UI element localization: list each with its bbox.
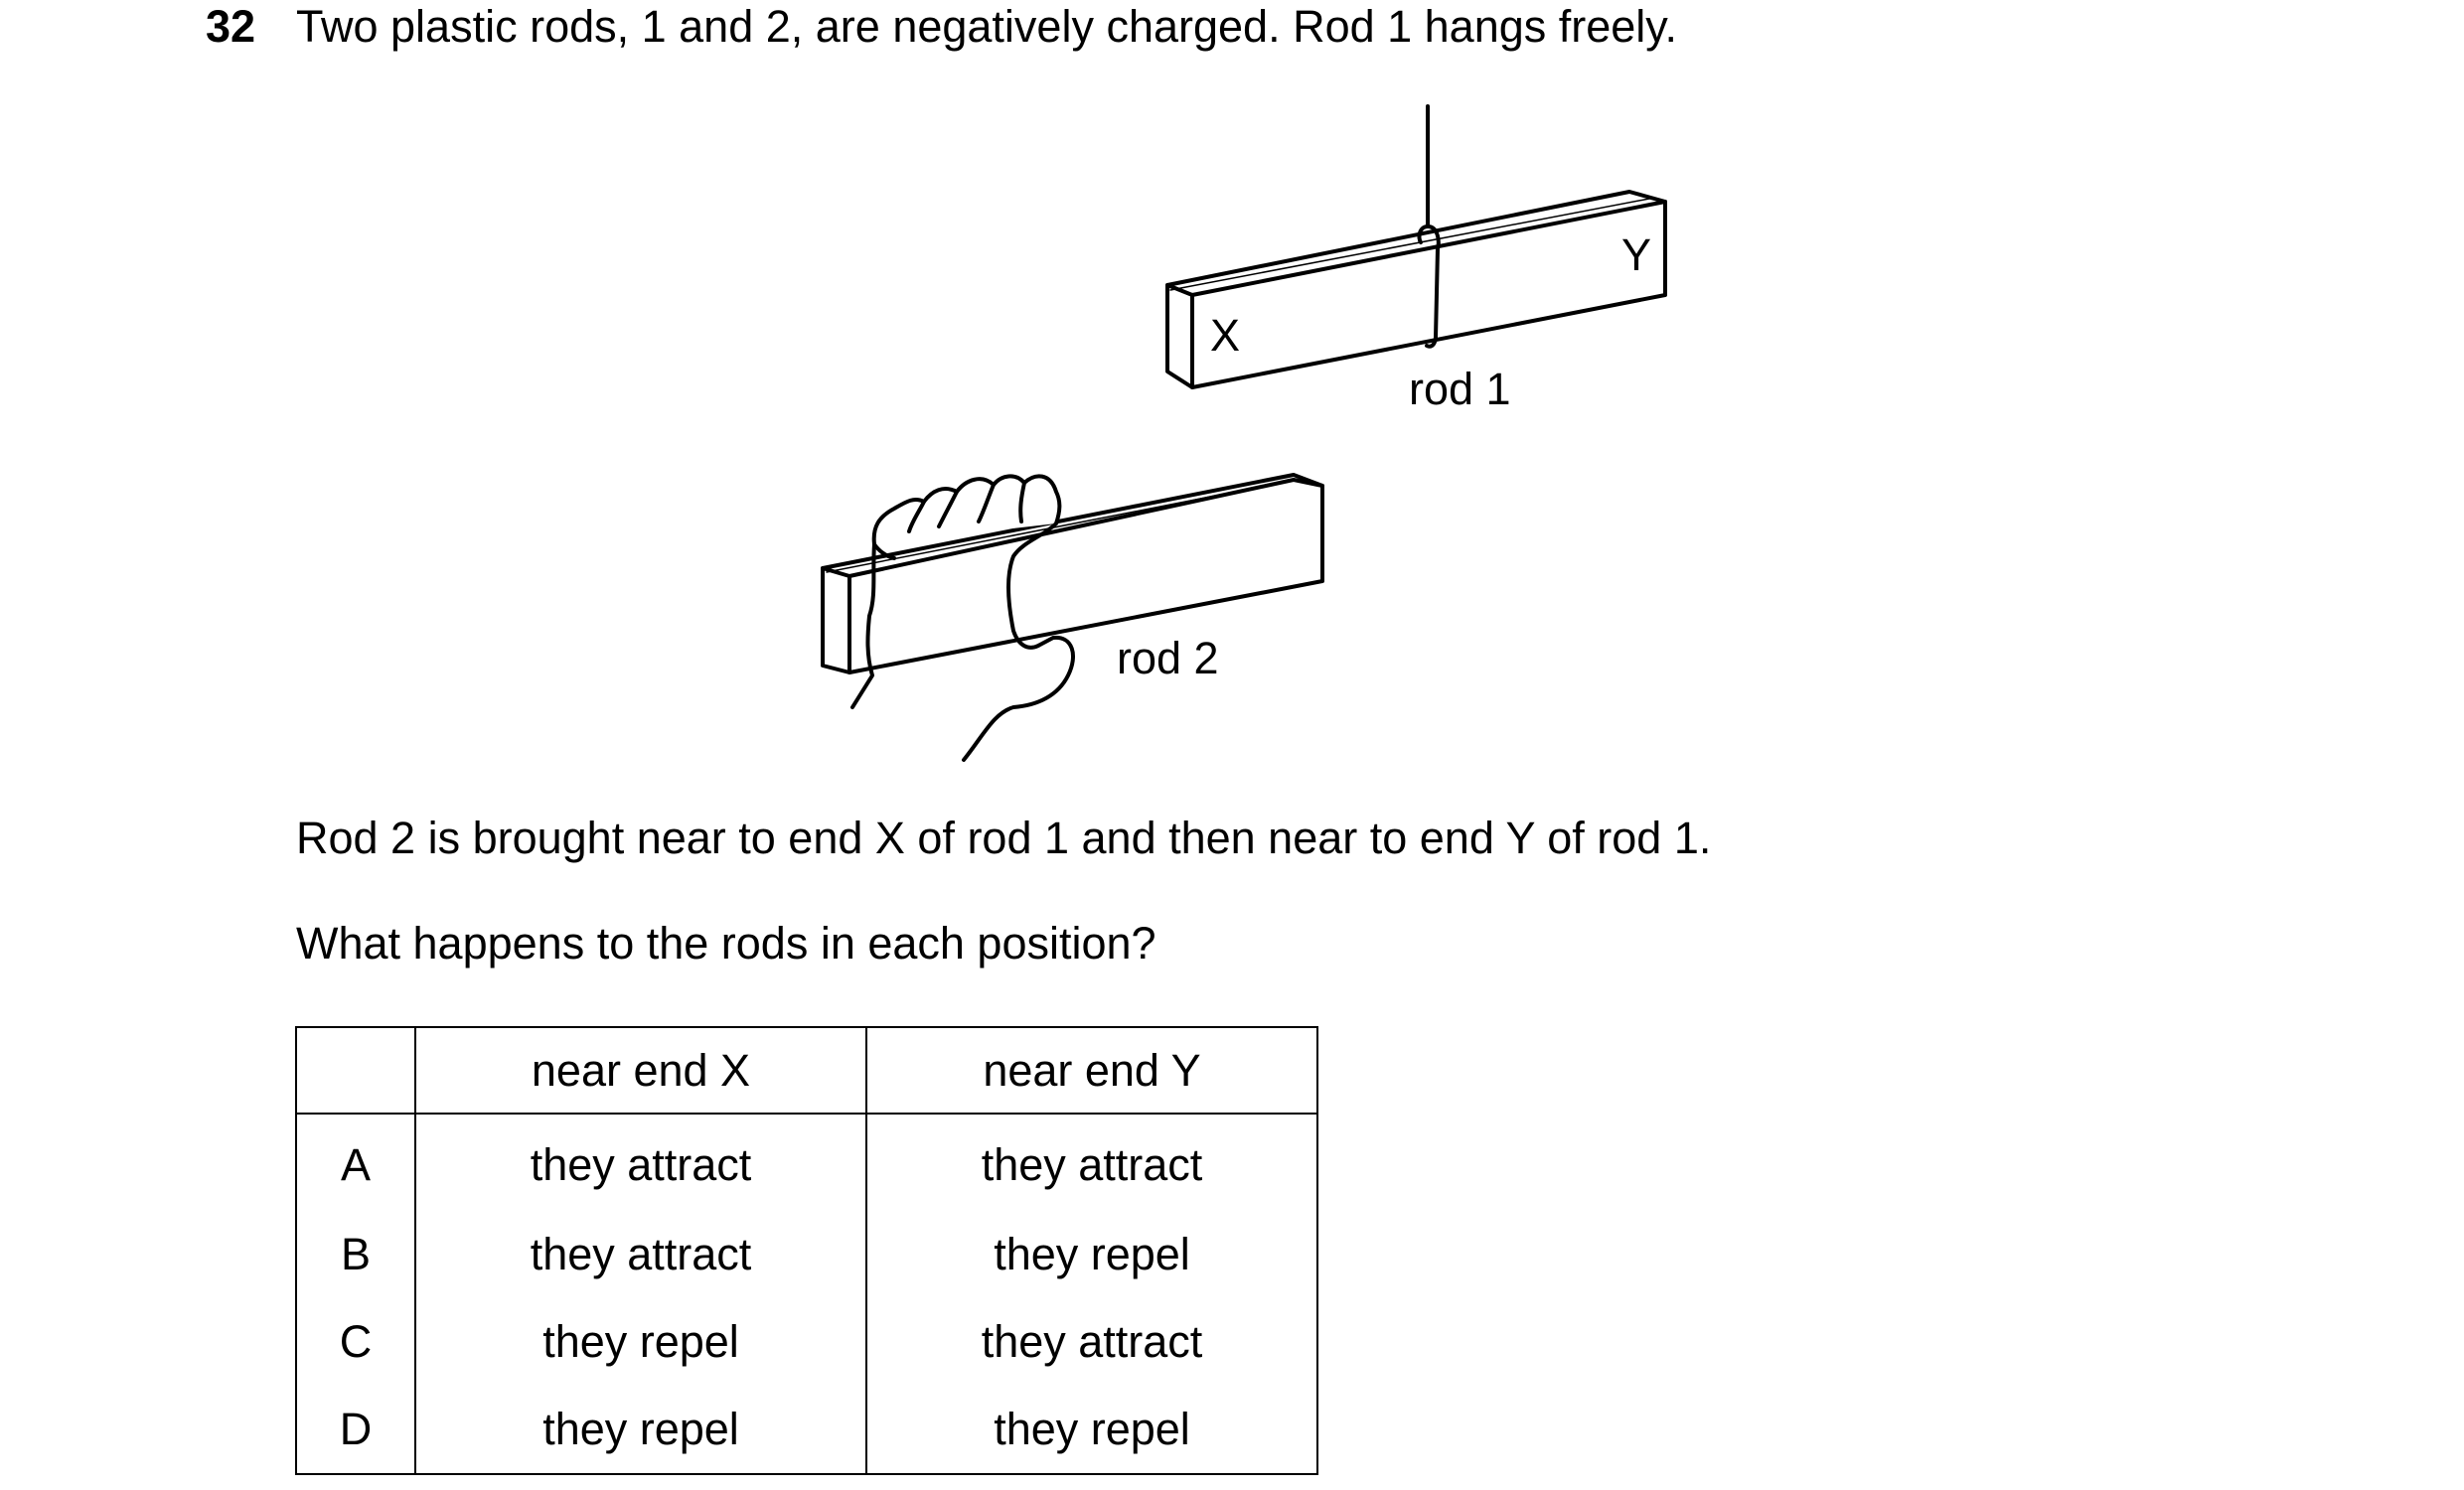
thread-loop <box>1417 224 1441 349</box>
hand-shape <box>850 474 1075 762</box>
option-row-b[interactable]: B they attract they repel <box>295 1211 1318 1298</box>
option-near-y: they repel <box>865 1386 1318 1475</box>
option-letter: D <box>295 1386 416 1475</box>
option-near-x: they repel <box>414 1298 867 1386</box>
answer-options-table: near end X near end Y A they attract the… <box>295 1026 1318 1475</box>
option-letter: C <box>295 1298 416 1386</box>
option-near-x: they attract <box>414 1114 867 1211</box>
header-near-end-x: near end X <box>414 1026 867 1115</box>
label-x: X <box>1210 310 1240 361</box>
header-near-end-y: near end Y <box>865 1026 1318 1115</box>
question-number: 32 <box>206 1 256 52</box>
option-near-y: they repel <box>865 1211 1318 1298</box>
option-near-y: they attract <box>865 1298 1318 1386</box>
header-blank-cell <box>295 1026 416 1115</box>
label-rod-2: rod 2 <box>1117 633 1219 683</box>
instruction-paragraph: Rod 2 is brought near to end X of rod 1 … <box>296 813 1712 863</box>
option-near-x: they repel <box>414 1386 867 1475</box>
option-row-c[interactable]: C they repel they attract <box>295 1298 1318 1386</box>
option-row-a[interactable]: A they attract they attract <box>295 1114 1318 1211</box>
rods-diagram: X Y rod 1 rod 2 <box>821 104 1667 762</box>
option-letter: B <box>295 1211 416 1298</box>
option-letter: A <box>295 1114 416 1211</box>
question-prompt: What happens to the rods in each positio… <box>296 918 1156 968</box>
table-header-row: near end X near end Y <box>295 1026 1318 1115</box>
option-near-x: they attract <box>414 1211 867 1298</box>
option-near-y: they attract <box>865 1114 1318 1211</box>
rod-1-shape <box>1165 190 1667 389</box>
label-rod-1: rod 1 <box>1409 364 1511 414</box>
option-row-d[interactable]: D they repel they repel <box>295 1386 1318 1475</box>
rod-2-shape <box>821 473 1324 674</box>
question-text: Two plastic rods, 1 and 2, are negativel… <box>296 1 1677 52</box>
label-y: Y <box>1621 229 1651 280</box>
